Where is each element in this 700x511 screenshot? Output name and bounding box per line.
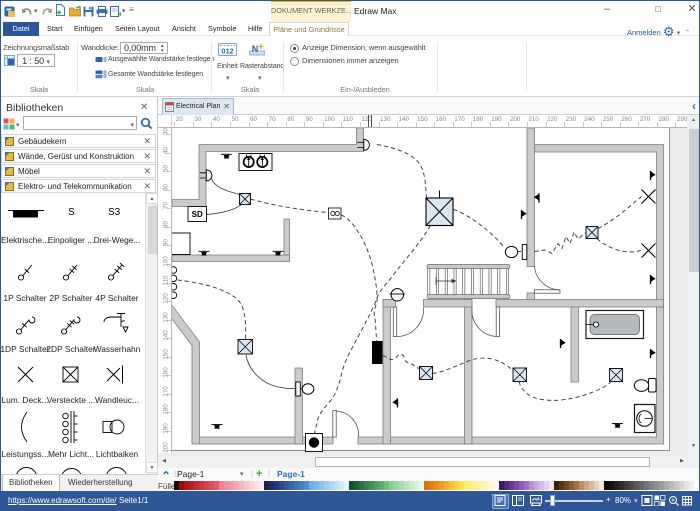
svg-text:S: S [68, 207, 75, 218]
svg-text:012: 012 [221, 47, 233, 56]
svg-text:S3: S3 [108, 207, 121, 218]
svg-text:N: N [252, 44, 258, 54]
svg-text:SD: SD [192, 210, 203, 219]
